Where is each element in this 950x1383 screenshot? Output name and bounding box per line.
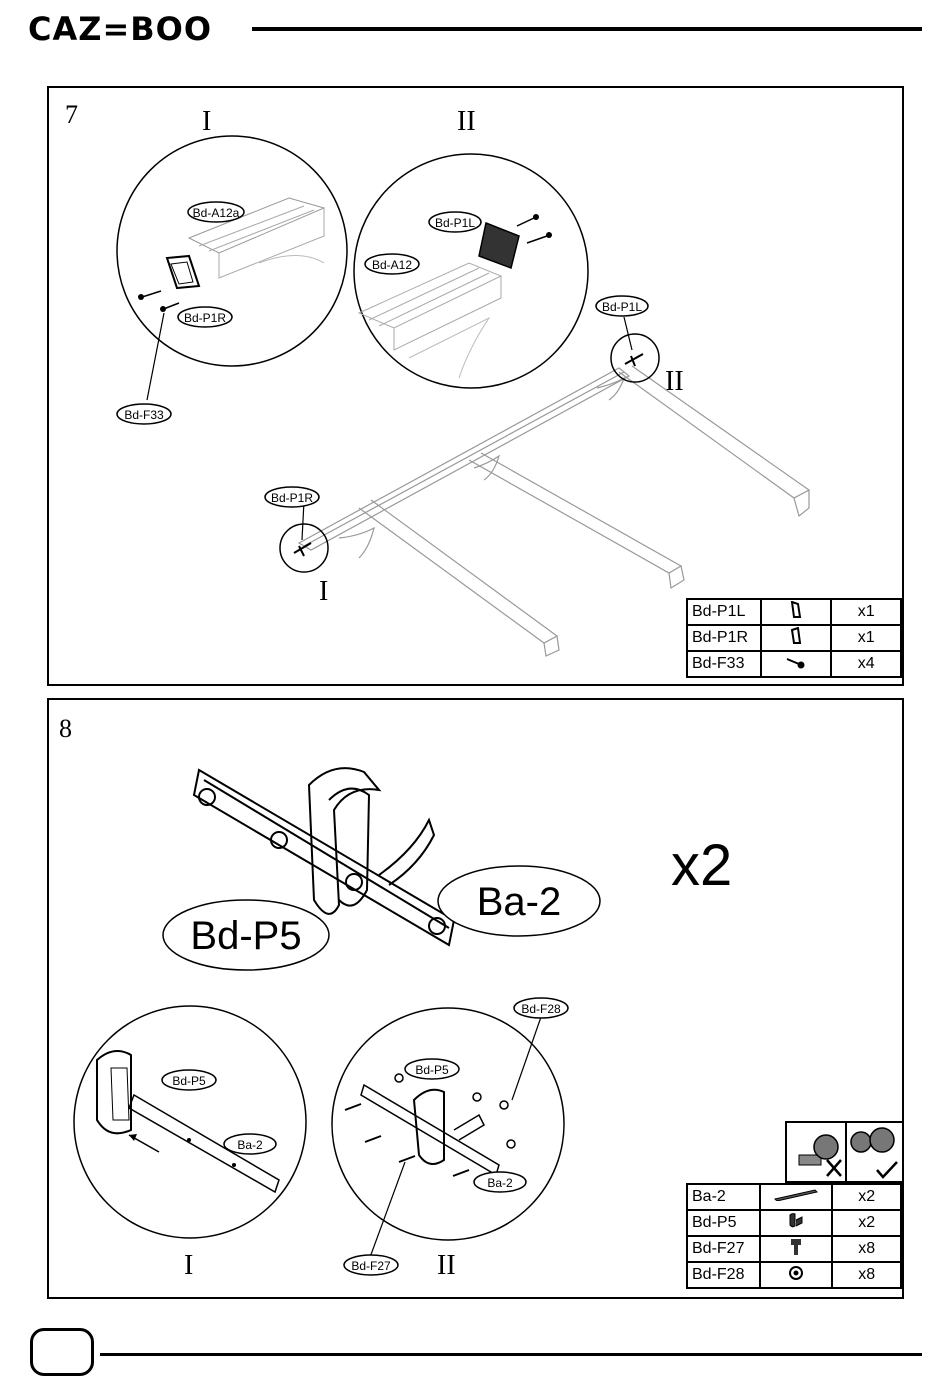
svg-text:Bd-P1L: Bd-P1L bbox=[602, 300, 642, 314]
callout-bd-p1l-main: Bd-P1L bbox=[596, 296, 648, 316]
callout-bd-a12a: Bd-A12a bbox=[188, 202, 244, 222]
svg-text:Bd-F28: Bd-F28 bbox=[521, 1002, 561, 1016]
part-qty: x2 bbox=[832, 1184, 901, 1210]
callout-bd-f28: Bd-F28 bbox=[514, 998, 568, 1018]
callout-ba-2-main: Ba-2 bbox=[438, 866, 600, 936]
bracket-right-icon bbox=[761, 625, 831, 651]
bracket-left-icon bbox=[761, 599, 831, 625]
detail-circle-ii bbox=[332, 1008, 564, 1260]
table-row: Bd-P1L x1 bbox=[687, 599, 901, 625]
part-qty: x8 bbox=[832, 1262, 901, 1288]
callout-bd-p5-main: Bd-P5 bbox=[163, 900, 329, 970]
svg-text:Ba-2: Ba-2 bbox=[237, 1138, 263, 1152]
header-rule bbox=[252, 27, 922, 31]
svg-text:Ba-2: Ba-2 bbox=[477, 880, 562, 924]
svg-text:Bd-P1R: Bd-P1R bbox=[184, 311, 226, 325]
callout-bd-p1r-main: Bd-P1R bbox=[265, 487, 319, 507]
part-qty: x4 bbox=[831, 651, 901, 677]
step-7-panel: 7 I II II I bbox=[47, 86, 904, 686]
part-qty: x1 bbox=[831, 625, 901, 651]
part-code: Bd-P1L bbox=[687, 599, 761, 625]
callout-bd-p1r-detail: Bd-P1R bbox=[178, 307, 232, 327]
callout-bd-f33: Bd-F33 bbox=[117, 404, 171, 424]
svg-text:Bd-P5: Bd-P5 bbox=[415, 1063, 449, 1077]
part-code: Bd-F27 bbox=[687, 1236, 760, 1262]
part-code: Bd-P1R bbox=[687, 625, 761, 651]
step-7-illustration: Bd-A12a Bd-P1R Bd-F33 Bd-P1L Bd-A12 Bd-P… bbox=[49, 88, 902, 684]
callout-ba-2-detail-i: Ba-2 bbox=[224, 1134, 276, 1154]
svg-text:Bd-F33: Bd-F33 bbox=[124, 408, 164, 422]
part-code: Bd-F33 bbox=[687, 651, 761, 677]
svg-text:Bd-P1L: Bd-P1L bbox=[435, 216, 475, 230]
svg-text:Bd-F27: Bd-F27 bbox=[351, 1259, 391, 1273]
clamp-icon bbox=[760, 1210, 832, 1236]
parts-table-step-7: Bd-P1L x1 Bd-P1R x1 Bd-F33 x4 bbox=[686, 598, 902, 678]
parts-table-step-8: Ba-2 x2 Bd-P5 x2 Bd-F27 x8 Bd-F28 x8 bbox=[686, 1183, 902, 1289]
table-row: Bd-P5 x2 bbox=[687, 1210, 901, 1236]
callout-bd-p5-detail-i: Bd-P5 bbox=[162, 1070, 216, 1090]
footer-rule bbox=[100, 1353, 922, 1356]
part-qty: x2 bbox=[832, 1210, 901, 1236]
callout-bd-p5-detail-ii: Bd-P5 bbox=[405, 1059, 459, 1079]
callout-ba-2-detail-ii: Ba-2 bbox=[474, 1172, 526, 1192]
part-code: Ba-2 bbox=[687, 1184, 760, 1210]
table-row: Bd-F27 x8 bbox=[687, 1236, 901, 1262]
callout-bd-p1l-detail: Bd-P1L bbox=[429, 212, 481, 232]
callout-bd-f27: Bd-F27 bbox=[344, 1255, 398, 1275]
tighten-guide bbox=[786, 1122, 902, 1182]
brand-logo: CAZ=BOO bbox=[28, 10, 212, 48]
bar-icon bbox=[760, 1184, 832, 1210]
table-row: Bd-F33 x4 bbox=[687, 651, 901, 677]
detail-circle-i bbox=[117, 136, 347, 400]
table-row: Ba-2 x2 bbox=[687, 1184, 901, 1210]
part-qty: x1 bbox=[831, 599, 901, 625]
svg-text:Bd-P5: Bd-P5 bbox=[190, 914, 301, 958]
nut-icon bbox=[760, 1262, 832, 1288]
table-row: Bd-P1R x1 bbox=[687, 625, 901, 651]
svg-text:Bd-A12a: Bd-A12a bbox=[193, 206, 240, 220]
part-code: Bd-P5 bbox=[687, 1210, 760, 1236]
svg-text:Bd-A12: Bd-A12 bbox=[372, 258, 412, 272]
bolt-icon bbox=[760, 1236, 832, 1262]
screw-icon bbox=[761, 651, 831, 677]
bracket-mark-ii bbox=[625, 354, 643, 366]
svg-text:Ba-2: Ba-2 bbox=[487, 1176, 513, 1190]
step-8-panel: 8 x2 I II Ba-2 Bd-P5 bbox=[47, 698, 904, 1299]
svg-text:Bd-P5: Bd-P5 bbox=[172, 1074, 206, 1088]
page-number-box bbox=[30, 1328, 94, 1376]
table-row: Bd-F28 x8 bbox=[687, 1262, 901, 1288]
part-qty: x8 bbox=[832, 1236, 901, 1262]
detail-circle-i bbox=[74, 1006, 306, 1238]
callout-bd-a12: Bd-A12 bbox=[365, 254, 419, 274]
part-code: Bd-F28 bbox=[687, 1262, 760, 1288]
svg-text:Bd-P1R: Bd-P1R bbox=[271, 491, 313, 505]
